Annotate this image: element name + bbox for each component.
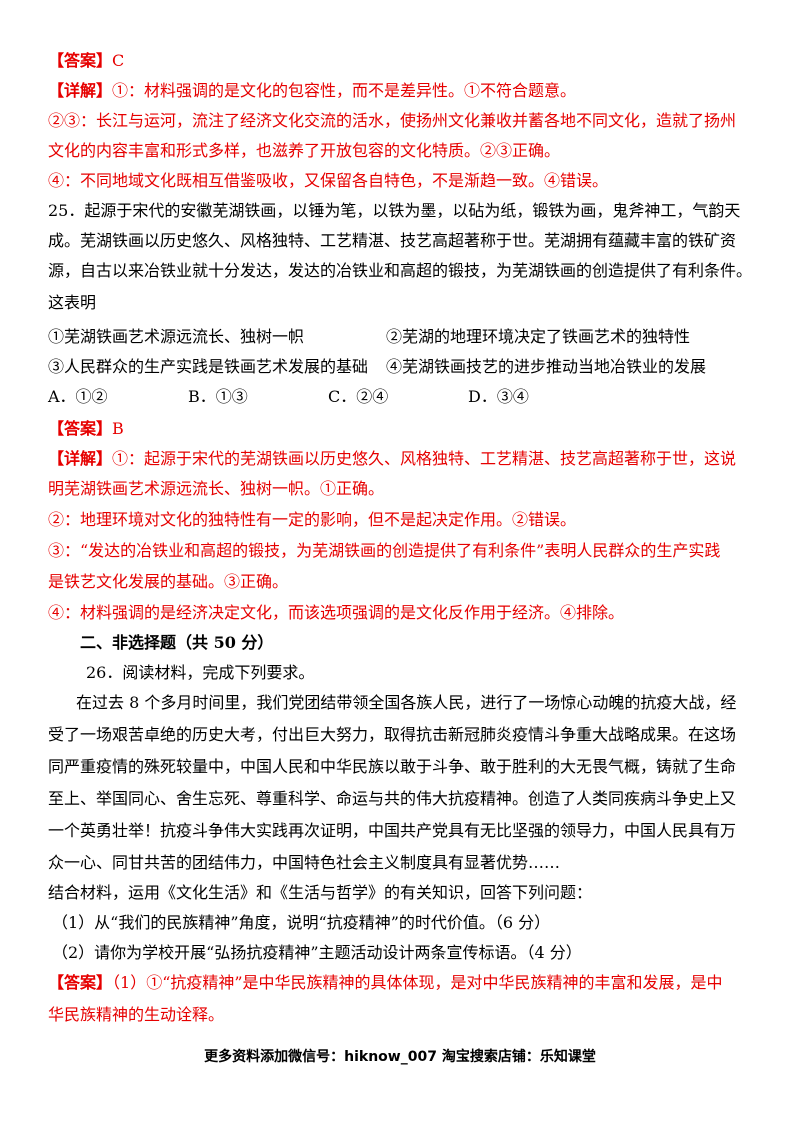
answer-text: （1）①“抗疫精神”是中华民族精神的具体体现，是对中华民族精神的丰富和发展，是中 <box>112 973 723 992</box>
q24-explain-line-3: 文化的内容丰富和形式多样，也滋养了开放包容的文化特质。②③正确。 <box>48 141 561 160</box>
q26-material-line-5: 一个英勇壮举！抗疫斗争伟大实践再次证明，中国共产党具有无比坚强的领导力，中国人民… <box>48 821 737 840</box>
statement-1: ①芜湖铁画艺术源远流长、独树一帜 <box>48 327 305 346</box>
choice-d: D．③④ <box>468 387 529 406</box>
q25-explain-line-6: ④：材料强调的是经济决定文化，而该选项强调的是文化反作用于经济。④排除。 <box>48 603 625 622</box>
answer-value: C <box>112 51 125 70</box>
q24-explain-line-1: 【详解】①：材料强调的是文化的包容性，而不是差异性。①不符合题意。 <box>48 79 576 103</box>
q24-explain-line-2: ②③：长江与运河，流注了经济文化交流的活水，使扬州文化兼收并蓄各地不同文化，造就… <box>48 111 737 130</box>
answer-tag: 【答案】 <box>48 51 113 70</box>
q24-explain-line-4: ④：不同地域文化既相互借鉴吸收，又保留各自特色，不是渐趋一致。④错误。 <box>48 171 609 190</box>
q25-explain-line-3: ②：地理环境对文化的独特性有一定的影响，但不是起决定作用。②错误。 <box>48 510 577 529</box>
answer-tag: 【答案】 <box>48 419 113 438</box>
q24-answer-line: 【答案】C <box>48 49 124 73</box>
q25-statements-row-2: ③人民群众的生产实践是铁画艺术发展的基础 ④芜湖铁画技艺的进步推动当地冶铁业的发展 <box>48 355 706 379</box>
choice-b: B．①③ <box>188 387 248 406</box>
q25-stem-line-3: 源，自古以来冶铁业就十分发达，发达的冶铁业和高超的锻技，为芜湖铁画的创造提供了有… <box>48 261 753 280</box>
q26-answer-line-1: 【答案】（1）①“抗疫精神”是中华民族精神的具体体现，是对中华民族精神的丰富和发… <box>48 971 723 995</box>
q26-material-line-2: 受了一场艰苦卓绝的历史大考，付出巨大努力，取得抗击新冠肺炎疫情斗争重大战略成果。… <box>48 725 737 744</box>
section-heading: 二、非选择题（共 50 分） <box>80 633 274 652</box>
q25-explain-line-2: 明芜湖铁画艺术源远流长、独树一帜。①正确。 <box>48 479 385 498</box>
q25-stem-line-2: 成。芜湖铁画以历史悠久、风格独特、工艺精湛、技艺高超著称于世。芜湖拥有蕴藏丰富的… <box>48 231 737 250</box>
explain-tag: 【详解】 <box>48 81 113 100</box>
choice-c: C．②④ <box>328 387 389 406</box>
answer-tag: 【答案】 <box>48 973 113 992</box>
q26-material-line-3: 同严重疫情的殊死较量中，中国人民和中华民族以敢于斗争、敢于胜利的大无畏气概，铸就… <box>48 757 737 776</box>
q26-material-line-4: 至上、举国同心、舍生忘死、尊重科学、命运与共的伟大抗疫精神。创造了人类同疾病斗争… <box>48 789 737 808</box>
q25-explain-line-4: ③：“发达的冶铁业和高超的锻技，为芜湖铁画的创造提供了有利条件”表明人民群众的生… <box>48 541 721 560</box>
q25-explain-line-1: 【详解】①：起源于宋代的芜湖铁画以历史悠久、风格独特、工艺精湛、技艺高超著称于世… <box>48 447 736 471</box>
statement-4: ④芜湖铁画技艺的进步推动当地冶铁业的发展 <box>386 357 707 376</box>
answer-value: B <box>112 419 124 438</box>
q26-prompt: 结合材料，运用《文化生活》和《生活与哲学》的有关知识，回答下列问题： <box>48 883 593 902</box>
statement-3: ③人民群众的生产实践是铁画艺术发展的基础 <box>48 357 369 376</box>
page-footer: 更多资料添加微信号：hiknow_007 淘宝搜索店铺：乐知课堂 <box>204 1049 596 1065</box>
q26-intro: 26．阅读材料，完成下列要求。 <box>86 663 315 682</box>
explain-tag: 【详解】 <box>48 449 113 468</box>
statement-2: ②芜湖的地理环境决定了铁画艺术的独特性 <box>386 327 691 346</box>
choice-a: A．①② <box>48 387 108 406</box>
q26-question-2: （2）请你为学校开展“弘扬抗疫精神”主题活动设计两条宣传标语。（4 分） <box>52 943 582 962</box>
q25-answer-line: 【答案】B <box>48 417 124 441</box>
q25-stem-line-4: 这表明 <box>48 293 97 312</box>
q25-explain-line-5: 是铁艺文化发展的基础。③正确。 <box>48 572 289 591</box>
q26-question-1: （1）从“我们的民族精神”角度，说明“抗疫精神”的时代价值。（6 分） <box>52 913 551 932</box>
q26-material-line-1: 在过去 8 个多月时间里，我们党团结带领全国各族人民，进行了一场惊心动魄的抗疫大… <box>76 693 737 712</box>
q25-choices-row: A．①② B．①③ C．②④ D．③④ <box>48 385 529 409</box>
explain-text: ①：起源于宋代的芜湖铁画以历史悠久、风格独特、工艺精湛、技艺高超著称于世，这说 <box>112 449 737 468</box>
q26-answer-line-2: 华民族精神的生动诠释。 <box>48 1005 225 1024</box>
q26-material-line-6: 众一心、同甘共苦的团结伟力，中国特色社会主义制度具有显著优势…… <box>48 853 561 872</box>
q25-stem-line-1: 25．起源于宋代的安徽芜湖铁画，以锤为笔，以铁为墨，以砧为纸，锻铁为画，鬼斧神工… <box>48 201 741 220</box>
explain-text: ①：材料强调的是文化的包容性，而不是差异性。①不符合题意。 <box>112 81 577 100</box>
q25-statements-row-1: ①芜湖铁画艺术源远流长、独树一帜 ②芜湖的地理环境决定了铁画艺术的独特性 <box>48 325 690 349</box>
